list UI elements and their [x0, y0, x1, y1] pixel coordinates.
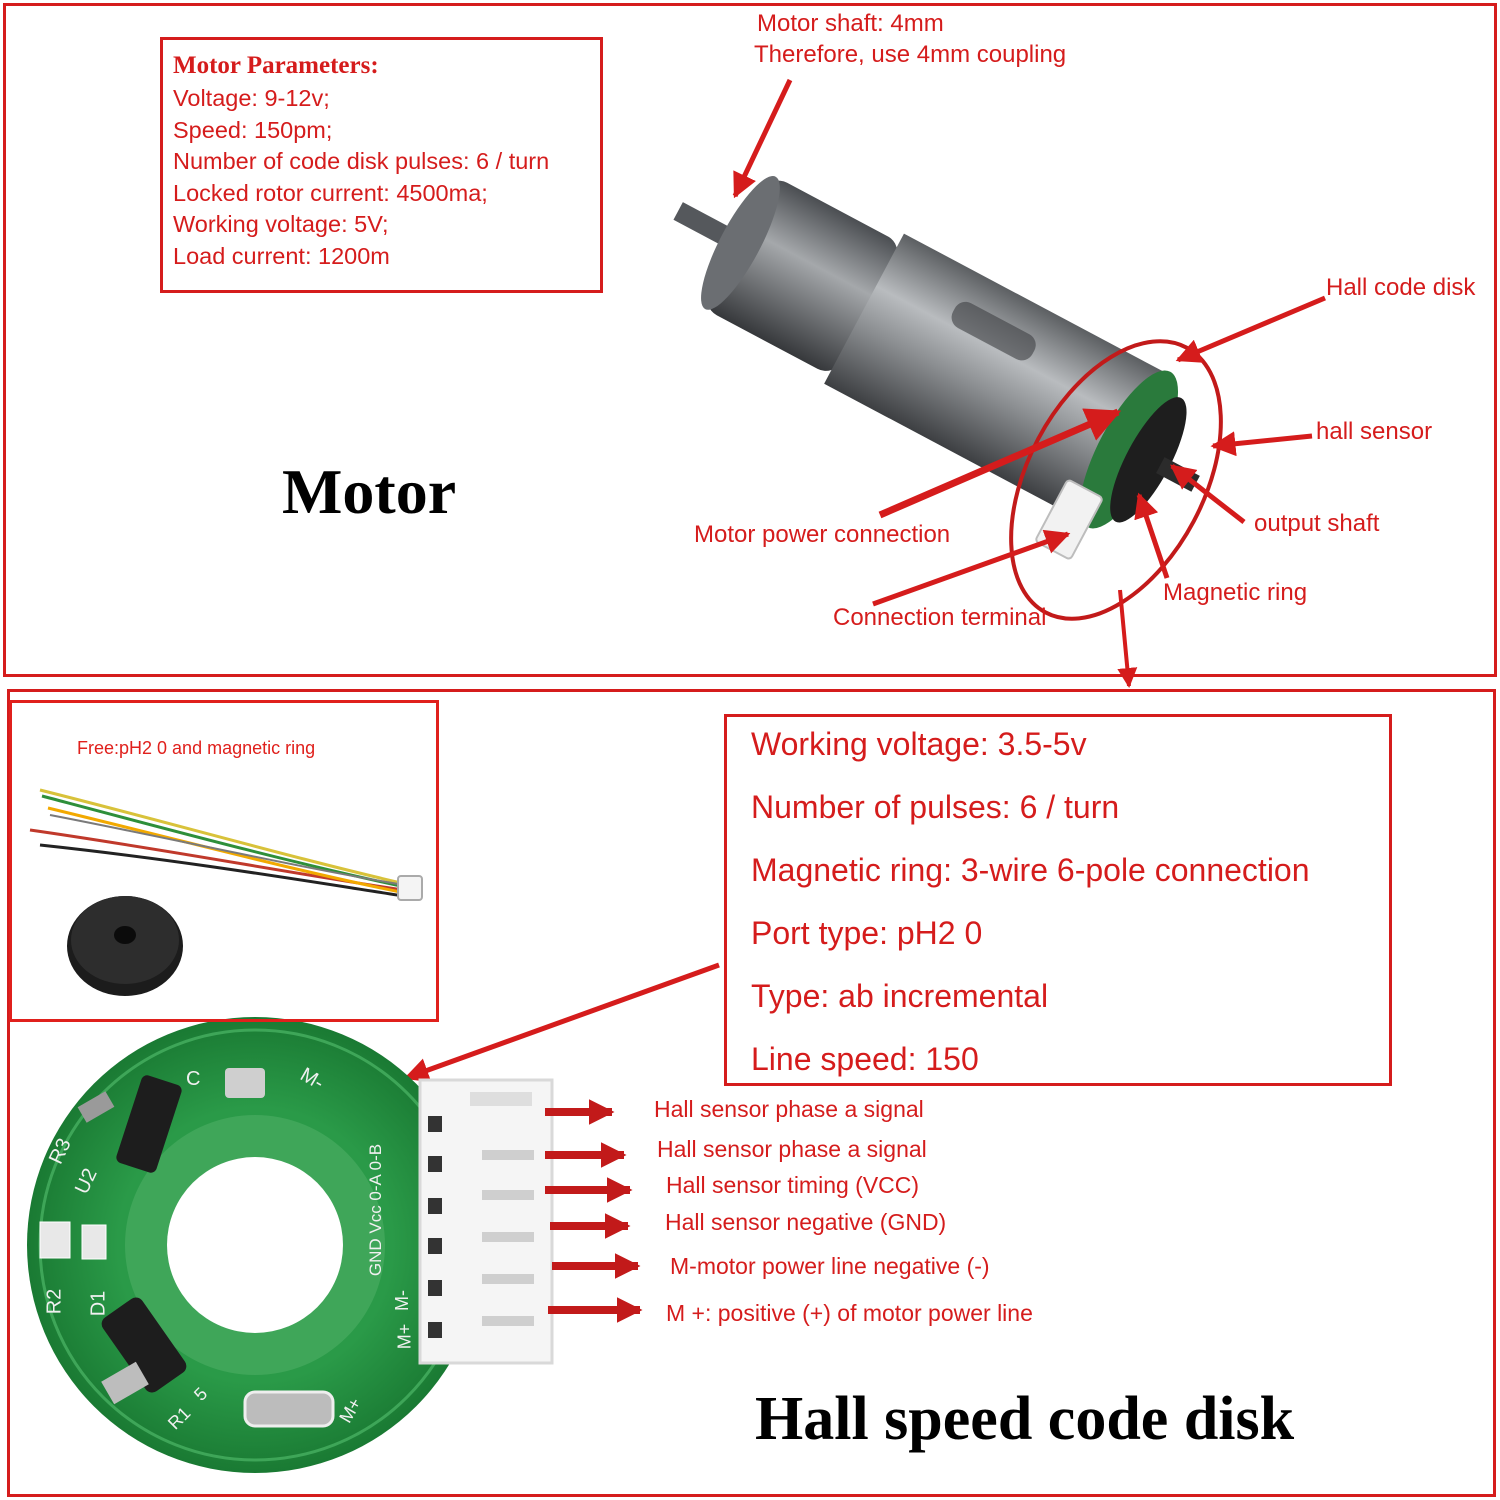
callout-shaft-line1: Motor shaft: 4mm — [757, 10, 944, 37]
silk-r2: R2 — [43, 1288, 66, 1315]
motor-parameters-box: Motor Parameters: Voltage: 9-12v; Speed:… — [160, 37, 603, 293]
silk-c: C — [186, 1068, 201, 1090]
silk-d1: D1 — [87, 1290, 110, 1317]
pin-label-m-minus: M-motor power line negative (-) — [670, 1253, 990, 1279]
callout-hall-sensor: hall sensor — [1316, 418, 1433, 445]
callout-hall-code-disk: Hall code disk — [1326, 274, 1476, 301]
callout-shaft-line2: Therefore, use 4mm coupling — [754, 41, 1067, 68]
callout-connection-terminal: Connection terminal — [833, 604, 1047, 631]
wire-harness-image — [29, 788, 423, 901]
pin-label-phase-a-2: Hall sensor phase a signal — [657, 1136, 927, 1162]
motor-parameters-heading: Motor Parameters: — [173, 52, 379, 79]
param-speed: Speed: 150pm; — [173, 116, 333, 143]
free-items-box: Free:pH2 0 and magnetic ring — [9, 700, 439, 1022]
spec-port-type: Port type: pH2 0 — [751, 915, 983, 951]
callout-magnetic-ring: Magnetic ring — [1163, 579, 1308, 606]
spec-line-speed: Line speed: 150 — [751, 1041, 979, 1077]
magnetic-ring-image — [67, 896, 183, 996]
motor-title: Motor — [282, 456, 457, 527]
silk-pins: GND Vcc 0-A 0-B — [366, 1143, 386, 1277]
param-working-voltage: Working voltage: 5V; — [173, 211, 389, 238]
callout-motor-power-connection: Motor power connection — [694, 521, 951, 548]
param-locked-rotor-current: Locked rotor current: 4500ma; — [173, 179, 488, 206]
spec-type: Type: ab incremental — [751, 978, 1049, 1014]
param-voltage: Voltage: 9-12v; — [173, 85, 330, 111]
pin-label-phase-a-1: Hall sensor phase a signal — [654, 1096, 924, 1122]
encoder-title: Hall speed code disk — [755, 1385, 1295, 1453]
motor-panel — [3, 3, 1497, 677]
encoder-panel — [7, 689, 1496, 1497]
callout-output-shaft: output shaft — [1254, 510, 1380, 537]
pin-label-gnd: Hall sensor negative (GND) — [665, 1209, 947, 1235]
param-load-current: Load current: 1200m — [173, 242, 390, 269]
param-pulses: Number of code disk pulses: 6 / turn — [173, 148, 550, 175]
pin-label-m-plus: M +: positive (+) of motor power line — [666, 1300, 1033, 1326]
pin-label-vcc: Hall sensor timing (VCC) — [666, 1172, 920, 1198]
spec-pulses: Number of pulses: 6 / turn — [751, 789, 1120, 825]
spec-magnetic-ring: Magnetic ring: 3-wire 6-pole connection — [751, 852, 1310, 888]
free-note: Free:pH2 0 and magnetic ring — [77, 738, 316, 758]
pcb-image — [27, 1017, 554, 1473]
silk-m-minus-2: M- — [392, 1290, 412, 1311]
spec-working-voltage: Working voltage: 3.5-5v — [751, 726, 1087, 762]
encoder-specs-box: Working voltage: 3.5-5v Number of pulses… — [724, 714, 1392, 1086]
silk-m-plus-2: M+ — [394, 1323, 415, 1350]
